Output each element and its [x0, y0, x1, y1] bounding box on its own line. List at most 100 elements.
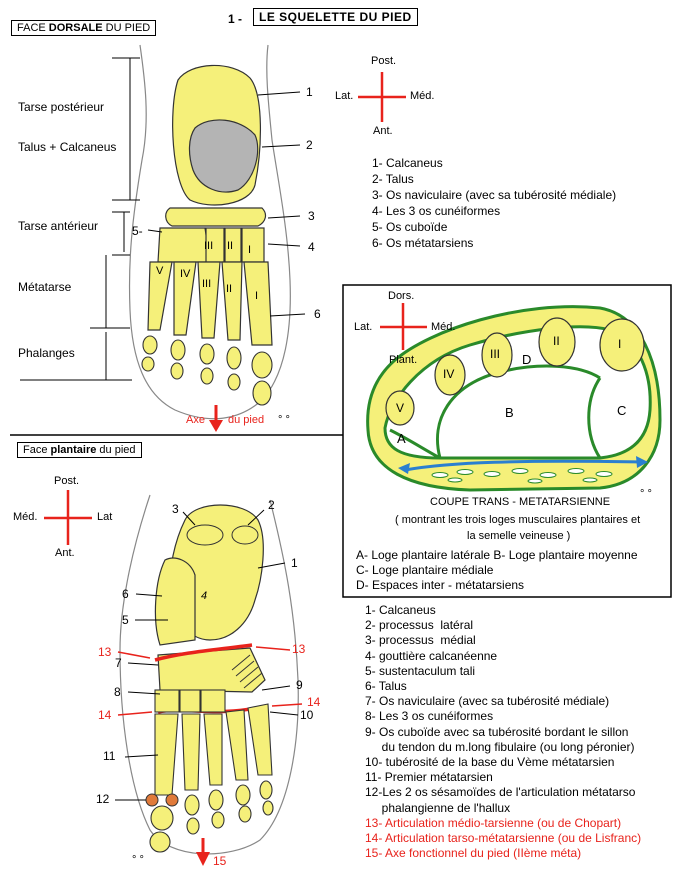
dorsal-num-5: 5- [132, 224, 143, 238]
plantar-num-4: 4 [201, 590, 207, 602]
plantar-legend-item: 15- Axe fonctionnel du pied (IIème méta) [365, 846, 581, 861]
dorsal-legend-item: 1- Calcaneus [372, 156, 443, 171]
plantar-num-9: 9 [296, 678, 303, 692]
section-roman: V [396, 401, 404, 415]
plantar-legend-item: 6- Talus [365, 679, 407, 694]
metatarsal-3 [198, 262, 220, 338]
corner-mark: ° ° [278, 414, 290, 426]
section-letter: D [522, 352, 531, 367]
compass-left: Lat. [335, 90, 353, 102]
section-roman: III [490, 347, 500, 361]
plantar-legend-item: 3- processus médial [365, 633, 476, 648]
plantar-metatarsal-4 [226, 710, 248, 780]
dorsal-num-4: 4 [308, 240, 315, 254]
metatarsal-2 [222, 262, 242, 340]
plantar-legend-item: 8- Les 3 os cunéiformes [365, 709, 493, 724]
phalanx [200, 344, 214, 364]
dorsal-roman: III [202, 278, 211, 290]
phalanx [228, 374, 240, 390]
plantar-legend-item: du tendon du m.long fibulaire (ou long p… [365, 740, 635, 755]
plantar-num-14-right: 14 [307, 695, 320, 709]
plantar-legend-item: 5- sustentaculum tali [365, 664, 475, 679]
sesamoid-bone [146, 794, 158, 806]
plantar-legend-item: phalangienne de l'hallux [365, 801, 510, 816]
dorsal-roman: III [204, 240, 213, 252]
dorsal-face-label: FACE DORSALE DU PIED [11, 20, 156, 36]
plantar-compass-left: Méd. [13, 511, 37, 523]
dorsal-legend-item: 3- Os naviculaire (avec sa tubérosité mé… [372, 188, 616, 203]
dorsal-num-1: 1 [306, 85, 313, 99]
section-legend-item: A- Loge plantaire latérale B- Loge plant… [356, 548, 638, 563]
plantar-legend-item: 2- processus latéral [365, 618, 473, 633]
section-metatarsal-1 [600, 319, 644, 371]
section-letter: A [397, 431, 406, 446]
phalanx [201, 368, 213, 384]
dorsal-num-6: 6 [314, 307, 321, 321]
section-caption-sub2: la semelle veineuse ) [467, 530, 570, 542]
section-roman: IV [443, 367, 454, 381]
section-corner-mark: ° ° [640, 488, 652, 500]
section-compass-left: Lat. [354, 321, 372, 333]
cuneiform-1 [242, 228, 264, 262]
section-letter: C [617, 403, 626, 418]
plantar-num-13-left: 13 [98, 645, 111, 659]
plantar-compass [44, 490, 92, 545]
region-phalanges: Phalanges [18, 346, 75, 360]
section-letter: B [505, 405, 514, 420]
metatarsal-1 [244, 262, 272, 345]
dorsal-axis-arrowhead [209, 420, 223, 432]
dorsal-legend-item: 6- Os métatarsiens [372, 236, 473, 251]
phalanx [171, 363, 183, 379]
dorsal-roman: IV [180, 268, 190, 280]
plantar-num-6: 6 [122, 587, 129, 601]
plantar-compass-top: Post. [54, 475, 79, 487]
plantar-legend-item: 10- tubérosité de la base du Vème métata… [365, 755, 614, 770]
plantar-legend-item: 4- gouttière calcanéenne [365, 649, 497, 664]
plantar-legend-item: 9- Os cuboïde avec sa tubérosité bordant… [365, 725, 628, 740]
phalanx [227, 347, 241, 369]
plantar-num-7: 7 [115, 656, 122, 670]
dorsal-legend-item: 5- Os cuboïde [372, 220, 447, 235]
section-compass-top: Dors. [388, 290, 414, 302]
plantar-metatarsal-1 [155, 714, 178, 795]
phalanx [252, 352, 272, 378]
dorsal-label-suffix: DU PIED [103, 22, 151, 34]
plantar-foot-diagram [115, 495, 302, 866]
section-caption: COUPE TRANS - METATARSIENNE [430, 496, 610, 508]
plantar-axis-arrowhead [196, 852, 210, 866]
section-number: 1 - [228, 12, 242, 26]
compass-bottom: Ant. [373, 125, 393, 137]
plantar-num-13-right: 13 [292, 642, 305, 656]
plantar-compass-right: Lat [97, 511, 112, 523]
section-roman: I [618, 337, 621, 351]
plantar-legend-item: 13- Articulation médio-tarsienne (ou de … [365, 816, 621, 831]
dorsal-num-3: 3 [308, 209, 315, 223]
plantar-num-2: 2 [268, 498, 275, 512]
dorsal-roman: I [248, 244, 251, 256]
phalanx [142, 357, 154, 371]
plantar-compass-bottom: Ant. [55, 547, 75, 559]
phalanx [143, 336, 157, 354]
plantar-metatarsal-2 [182, 714, 200, 790]
plantar-num-10: 10 [300, 708, 313, 722]
dorsal-label-prefix: FACE [17, 22, 49, 34]
plantar-label-suffix: du pied [96, 444, 135, 456]
dorsal-roman: I [255, 290, 258, 302]
plantar-legend-item: 11- Premier métatarsien [365, 770, 493, 785]
plantar-num-5: 5 [122, 613, 129, 627]
phalanx [171, 340, 185, 360]
plantar-corner-mark: ° ° [132, 854, 144, 866]
compass-right: Méd. [410, 90, 434, 102]
section-roman: II [553, 334, 560, 348]
plantar-legend-item: 7- Os naviculaire (avec sa tubérosité mé… [365, 694, 609, 709]
region-tarse-anterieur: Tarse antérieur [18, 219, 98, 233]
region-tarse-posterieur: Tarse postérieur [18, 100, 104, 114]
dorsal-roman: II [226, 283, 232, 295]
page-title: LE SQUELETTE DU PIED [253, 8, 418, 26]
plantar-metatarsal-5 [248, 704, 272, 775]
navicular-bone [166, 208, 266, 226]
dorsal-num-2: 2 [306, 138, 313, 152]
dorsal-legend-item: 4- Les 3 os cunéiformes [372, 204, 500, 219]
plantar-legend-item: 14- Articulation tarso-métatarsienne (ou… [365, 831, 641, 846]
